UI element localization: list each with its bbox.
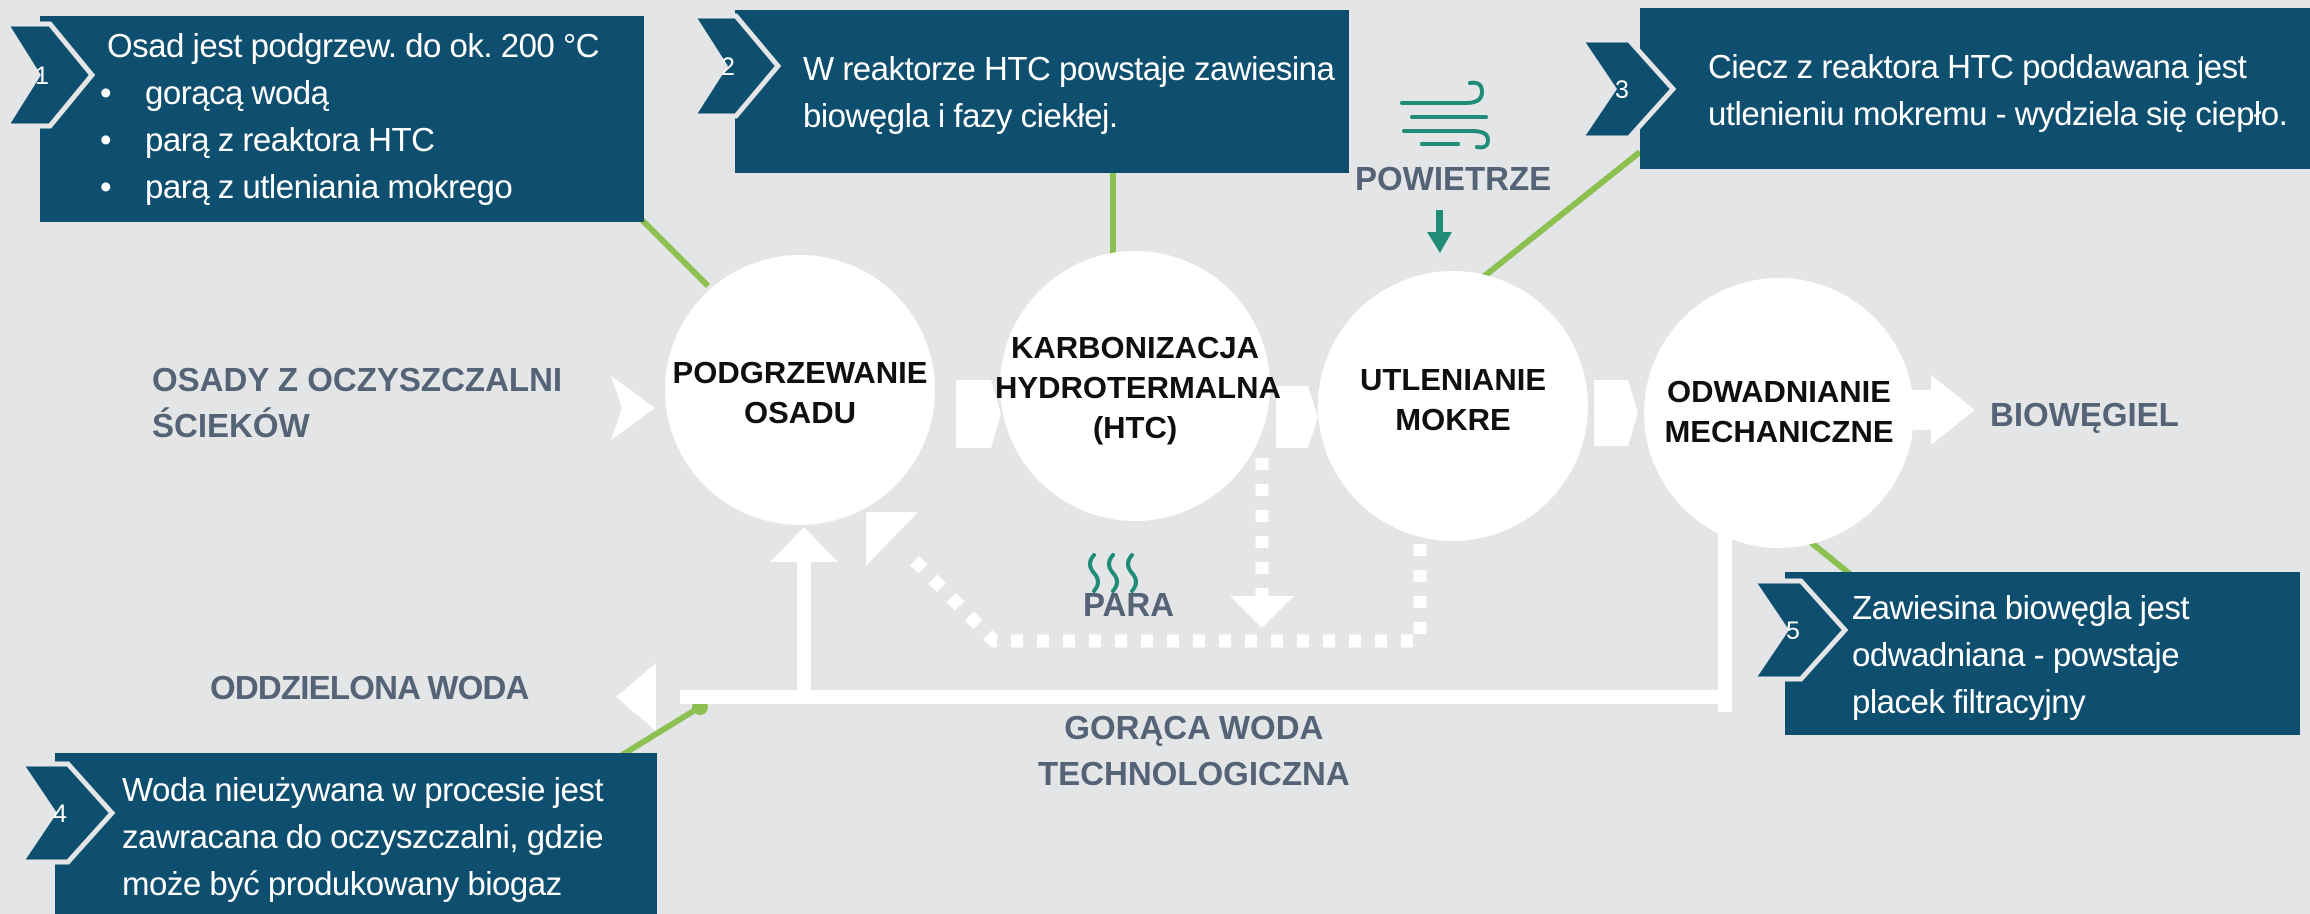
step-htc-label: KARBONIZACJA HYDROTERMALNA (HTC) [995, 328, 1281, 448]
step-dewatering-label: ODWADNIANIE MECHANICZNE [1639, 372, 1919, 452]
biochar-output-label: BIOWĘGIEL [1990, 396, 2179, 433]
step-label-line: MECHANICZNE [1664, 414, 1894, 449]
down-arrow-icon [1427, 210, 1452, 253]
hot-water-return-arrowhead [770, 527, 838, 562]
note-3-line: utlenieniu mokremu - wydziela się ciepło… [1708, 95, 2288, 132]
note-1-title: Osad jest podgrzew. do ok. 200 °C [107, 27, 600, 64]
steam-lines [905, 458, 1427, 648]
steam-label: PARA [1083, 586, 1175, 623]
note-4-line: Woda nieużywana w procesie jest [122, 771, 603, 808]
air-label: POWIETRZE [1355, 160, 1552, 197]
steam-icon [1088, 553, 1138, 593]
note-4: Woda nieużywana w procesie jest zawracan… [122, 766, 604, 907]
step-label-line: ODWADNIANIE [1667, 374, 1891, 409]
note-5: Zawiesina biowęgla jest odwadniana - pow… [1852, 584, 2190, 725]
circle-dewatering [1644, 278, 1914, 548]
flow-arrows [611, 375, 1975, 448]
separated-water-arrowhead [616, 663, 656, 731]
note-2-number: 2 [721, 53, 735, 81]
step-label-line: PODGRZEWANIE [672, 355, 928, 390]
circle-htc [1000, 251, 1270, 521]
note-4-number: 4 [53, 800, 67, 828]
note-1: Osad jest podgrzew. do ok. 200 °C gorącą… [40, 22, 644, 222]
hot-water-label: GORĄCA WODA TECHNOLOGICZNA [1038, 705, 1350, 797]
flow-arrow-in [611, 376, 655, 440]
connector-note-1 [637, 215, 711, 289]
steam-arrowhead-htc [1230, 596, 1294, 628]
process-circles [665, 251, 1914, 548]
note-1-bullet: parą z utleniania mokrego [40, 163, 644, 210]
flow-arrow-2-3 [1276, 386, 1318, 448]
note-3: Ciecz z reaktora HTC poddawana jest utle… [1708, 43, 2288, 137]
separated-water-label: ODDZIELONA WODA [210, 669, 529, 706]
hot-water-line [680, 690, 1732, 704]
note-2-line: biowęgla i fazy ciekłej. [803, 97, 1118, 134]
circle-wet-oxidation [1318, 271, 1588, 541]
note-5-line: placek filtracyjny [1852, 683, 2086, 720]
note-3-box [1640, 8, 2310, 169]
note-2: W reaktorze HTC powstaje zawiesina biowę… [803, 45, 1335, 139]
note-5-line: Zawiesina biowęgla jest [1852, 589, 2190, 626]
hot-water-loop [616, 520, 1732, 731]
chevron-icon-3 [1576, 37, 1677, 141]
note-3-number: 3 [1615, 76, 1629, 104]
chevron-icon-5 [1748, 578, 1849, 682]
wind-icon [1400, 80, 1491, 150]
hot-water-line-text: GORĄCA WODA [1064, 709, 1324, 746]
note-2-box [735, 10, 1349, 173]
step-label-line: UTLENIANIE [1360, 362, 1546, 397]
hot-water-line-text: TECHNOLOGICZNA [1038, 755, 1350, 792]
chevron-icon-4 [16, 761, 116, 865]
step-label-line: MOKRE [1395, 402, 1511, 437]
input-sludge-line: ŚCIEKÓW [152, 407, 310, 444]
input-sludge-line: OSADY Z OCZYSZCZALNI [152, 361, 563, 398]
note-4-box [55, 753, 657, 914]
circle-preheating [665, 255, 935, 525]
note-5-box [1785, 572, 2300, 735]
hot-water-riser [1718, 520, 1732, 712]
note-4-line: zawracana do oczyszczalni, gdzie [122, 818, 604, 855]
input-sludge-label: OSADY Z OCZYSZCZALNI ŚCIEKÓW [152, 357, 562, 449]
flow-arrow-out [1910, 375, 1975, 445]
note-3-line: Ciecz z reaktora HTC poddawana jest [1708, 48, 2247, 85]
step-label-line: (HTC) [1092, 410, 1178, 445]
note-2-line: W reaktorze HTC powstaje zawiesina [803, 50, 1335, 87]
chevron-icon-2 [688, 13, 782, 119]
step-label-line: HYDROTERMALNA [995, 370, 1281, 405]
step-label-line: KARBONIZACJA [1011, 330, 1259, 365]
note-4-line: może być produkowany biogaz [122, 865, 562, 902]
note-5-line: odwadniana - powstaje [1852, 636, 2180, 673]
steam-line-wet-oxidation [905, 544, 1427, 648]
step-preheating-label: PODGRZEWANIE OSADU [660, 353, 940, 433]
connector-note-3 [1480, 149, 1642, 281]
note-1-bullet: gorącą wodą [40, 69, 644, 116]
hot-water-return-stem [797, 560, 811, 697]
flow-arrow-3-4 [1594, 380, 1638, 446]
step-wet-oxidation-label: UTLENIANIE MOKRE [1313, 360, 1593, 440]
step-label-line: OSADU [744, 395, 856, 430]
flow-arrow-1-2 [956, 380, 1001, 448]
note-5-number: 5 [1786, 617, 1800, 645]
steam-arrowhead-preheat [866, 512, 918, 566]
connector-note-4 [620, 704, 702, 758]
note-1-bullet: parą z reaktora HTC [40, 116, 644, 163]
